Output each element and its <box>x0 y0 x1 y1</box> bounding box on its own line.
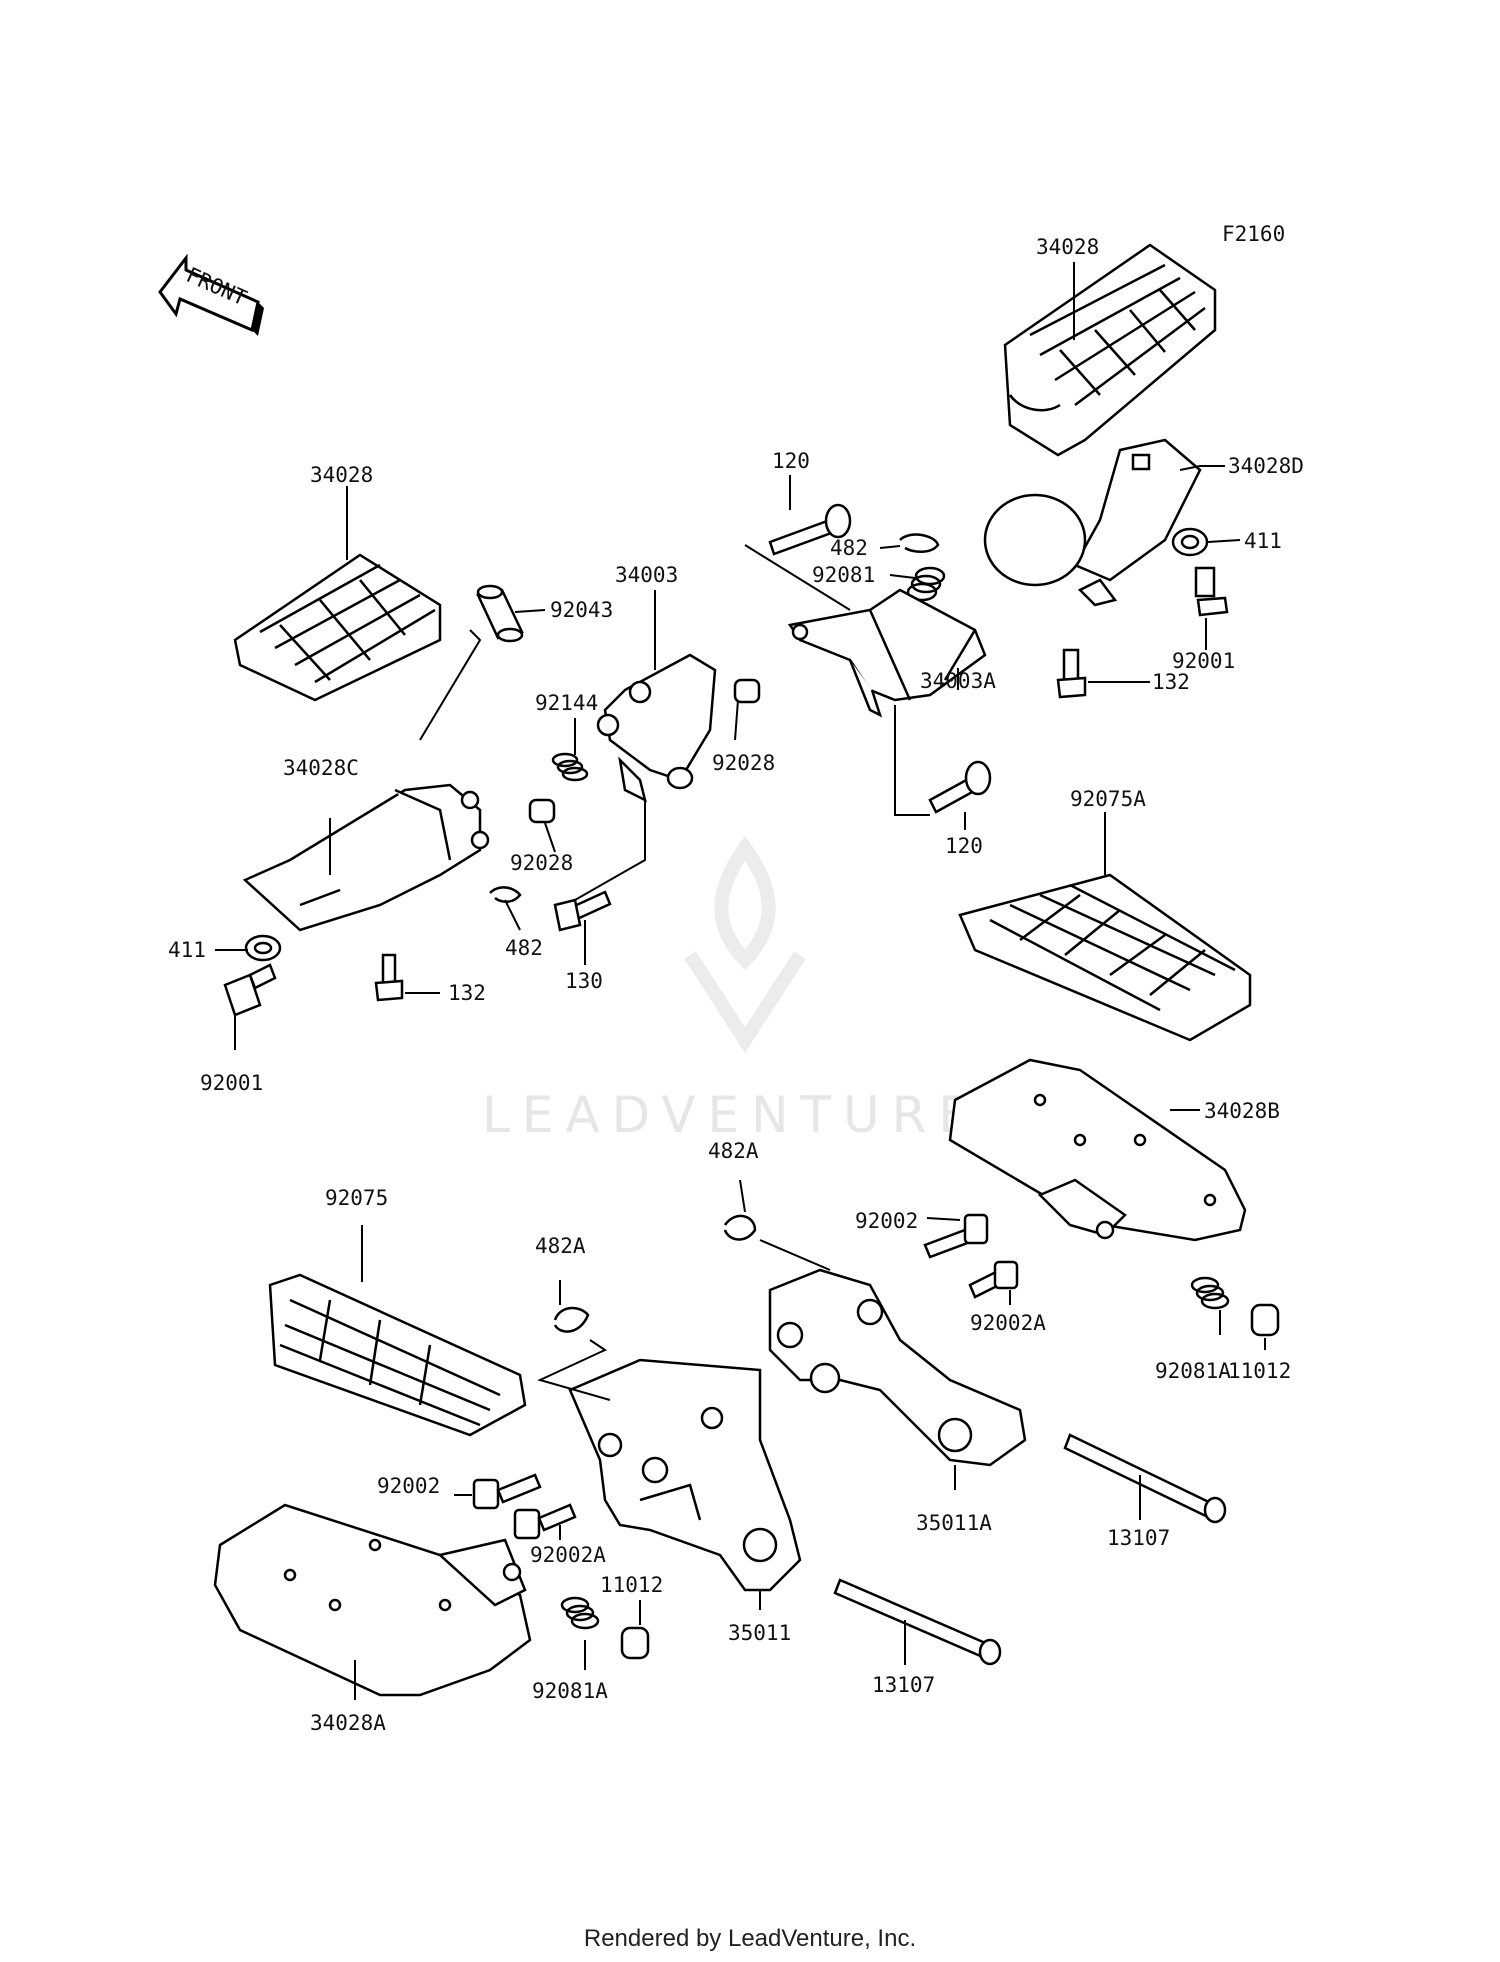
part-label: 120 <box>945 834 983 858</box>
part-label: 92002A <box>530 1543 606 1567</box>
spring-92081A-lower <box>560 1596 600 1630</box>
circlip-482A-upper <box>723 1214 757 1241</box>
bolt-132-left <box>374 953 404 1002</box>
part-label: 92081 <box>812 563 875 587</box>
part-label: 411 <box>1244 529 1282 553</box>
collar-11012-right <box>1250 1303 1280 1337</box>
floorboard-34028A <box>213 1503 532 1697</box>
part-label: 34028B <box>1204 1099 1280 1123</box>
part-label: 11012 <box>1228 1359 1291 1383</box>
part-label: 34028 <box>310 463 373 487</box>
bolt-132-right <box>1056 648 1087 699</box>
pin-92043 <box>476 584 524 643</box>
floorboard-34028B <box>948 1058 1247 1242</box>
part-label: 482 <box>830 536 868 560</box>
part-label: 92028 <box>510 851 573 875</box>
part-label: 35011A <box>916 1511 992 1535</box>
part-label: 92028 <box>712 751 775 775</box>
collar-92028-left <box>528 798 556 824</box>
front-arrow-icon: FRONT <box>158 253 264 336</box>
bolt-92001-left <box>223 963 277 1017</box>
part-label: 132 <box>448 981 486 1005</box>
bracket-35011A <box>768 1268 1027 1467</box>
part-label: 482A <box>708 1139 759 1163</box>
holder-34003A <box>787 588 987 718</box>
part-label: 92001 <box>1172 649 1235 673</box>
part-label: 92081A <box>532 1679 608 1703</box>
circlip-482-lower <box>489 886 522 903</box>
part-label: 92075A <box>1070 787 1146 811</box>
part-label: 92081A <box>1155 1359 1231 1383</box>
footpeg-bracket-34028D <box>983 438 1202 607</box>
parts-drawing <box>213 243 1280 1697</box>
part-label: 34003 <box>615 563 678 587</box>
footpeg-bracket-34028C <box>242 783 490 932</box>
collar-92028-right <box>733 678 761 704</box>
bolt-92002A-lower <box>513 1503 577 1540</box>
bolt-92002A-upper <box>968 1260 1019 1299</box>
part-labels: 34028 34028D 411 92001 132 120 482 92081… <box>168 235 1304 1735</box>
part-label: 13107 <box>872 1673 935 1697</box>
part-label: 120 <box>772 449 810 473</box>
watermark-logo <box>684 835 806 1053</box>
part-label: 132 <box>1152 670 1190 694</box>
figure-code: F2160 <box>1222 222 1285 246</box>
footpeg-rubber-top-right <box>1003 243 1217 457</box>
circlip-482A-lower <box>553 1306 590 1333</box>
bolt-120-upper <box>768 503 852 556</box>
part-label: 482 <box>505 936 543 960</box>
spring-92144 <box>551 752 589 782</box>
part-label: 92002 <box>855 1209 918 1233</box>
spring-92081A-right <box>1190 1276 1230 1310</box>
bolt-92002-lower <box>472 1473 542 1510</box>
part-label: 92075 <box>325 1186 388 1210</box>
spring-92081 <box>906 566 946 602</box>
part-label: 13107 <box>1107 1526 1170 1550</box>
pin-13107-right <box>1063 1433 1227 1524</box>
bolt-92001-right <box>1194 566 1229 617</box>
leader-lines <box>215 262 1266 1700</box>
part-label: 34028D <box>1228 454 1304 478</box>
bracket-35011 <box>568 1358 802 1592</box>
bolt-130 <box>553 890 612 932</box>
part-label: 92043 <box>550 598 613 622</box>
collar-11012-lower <box>620 1626 650 1660</box>
part-label: 482A <box>535 1234 586 1258</box>
bolt-92002-upper <box>923 1213 989 1259</box>
part-label: 34028A <box>310 1711 386 1735</box>
holder-34003 <box>596 653 717 803</box>
part-label: 92001 <box>200 1071 263 1095</box>
footer-credit: Rendered by LeadVenture, Inc. <box>583 1925 917 1952</box>
part-label: 35011 <box>728 1621 791 1645</box>
floorboard-rubber-92075A <box>958 873 1252 1042</box>
part-label: 34028C <box>283 756 359 780</box>
part-label: 92144 <box>535 691 598 715</box>
part-label: 411 <box>168 938 206 962</box>
part-label: 92002 <box>377 1474 440 1498</box>
floorboard-rubber-92075 <box>268 1273 527 1437</box>
part-label: 92002A <box>970 1311 1046 1335</box>
pin-13107-left <box>833 1578 1002 1666</box>
part-label: 34003A <box>920 669 996 693</box>
bolt-120-lower <box>928 760 992 814</box>
circlip-482-upper <box>899 533 940 553</box>
watermark: LEADVENTURE <box>482 1086 982 1144</box>
footpeg-rubber-left <box>233 553 442 702</box>
part-label: 34028 <box>1036 235 1099 259</box>
part-label: 130 <box>565 969 603 993</box>
part-label: 11012 <box>600 1573 663 1597</box>
